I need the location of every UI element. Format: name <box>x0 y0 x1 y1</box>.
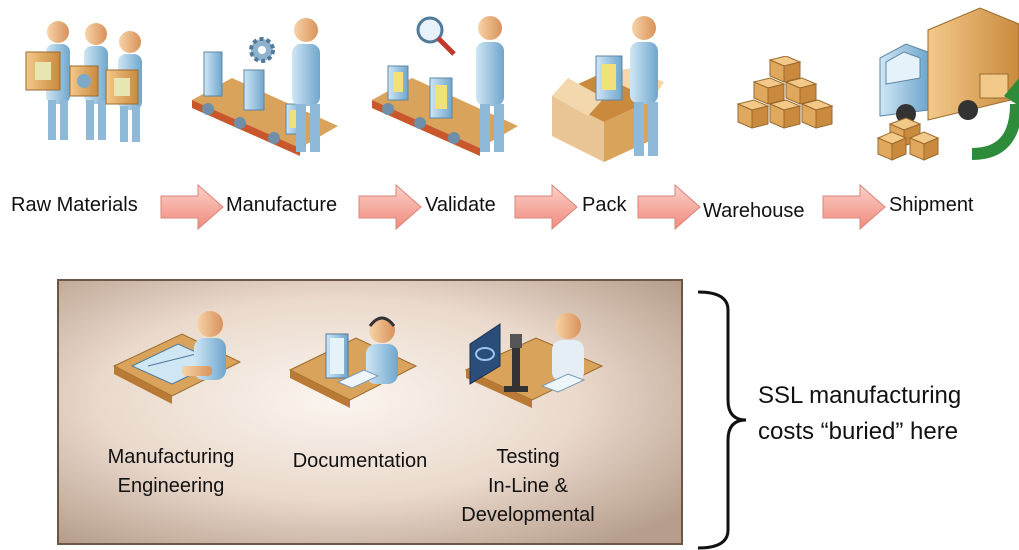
curly-brace-icon <box>697 290 747 550</box>
testing-desk-icon <box>464 313 604 408</box>
role-label-documentation: Documentation <box>281 447 439 476</box>
cost-note-line-1: SSL manufacturing <box>758 382 962 409</box>
manufacture-icon <box>192 18 338 156</box>
step-label-raw-materials: Raw Materials <box>11 194 138 216</box>
step-label-pack: Pack <box>582 194 627 216</box>
arrow-right-icon <box>160 184 224 230</box>
pack-icon <box>552 16 664 162</box>
raw-materials-icon <box>25 21 142 142</box>
role-label-line: Engineering <box>117 475 225 497</box>
arrow-right-icon <box>514 184 578 230</box>
arrow-right-icon <box>358 184 422 230</box>
role-label-line: Developmental <box>461 504 595 526</box>
cost-note: SSL manufacturing costs “buried” here <box>758 378 1019 450</box>
shipment-icon <box>876 7 1019 161</box>
role-label-line: Testing <box>496 446 560 468</box>
arrow-right-icon <box>822 184 886 230</box>
cost-note-line-2: costs “buried” here <box>758 418 959 445</box>
documentation-desk-icon <box>288 316 418 408</box>
role-label-line: In-Line & <box>487 475 569 497</box>
role-label-testing: Testing In-Line & Developmental <box>454 443 602 530</box>
step-label-manufacture: Manufacture <box>226 194 338 216</box>
warehouse-icon <box>736 56 834 129</box>
engineering-desk-icon <box>112 311 242 404</box>
role-label-line: Manufacturing <box>107 446 235 468</box>
step-label-validate: Validate <box>425 194 496 216</box>
validate-icon <box>372 16 518 156</box>
step-label-shipment: Shipment <box>889 194 974 216</box>
role-label-manufacturing-engineering: Manufacturing Engineering <box>98 443 244 501</box>
role-label-line: Documentation <box>292 450 428 472</box>
arrow-right-icon <box>637 184 701 230</box>
step-label-warehouse: Warehouse <box>703 200 805 222</box>
